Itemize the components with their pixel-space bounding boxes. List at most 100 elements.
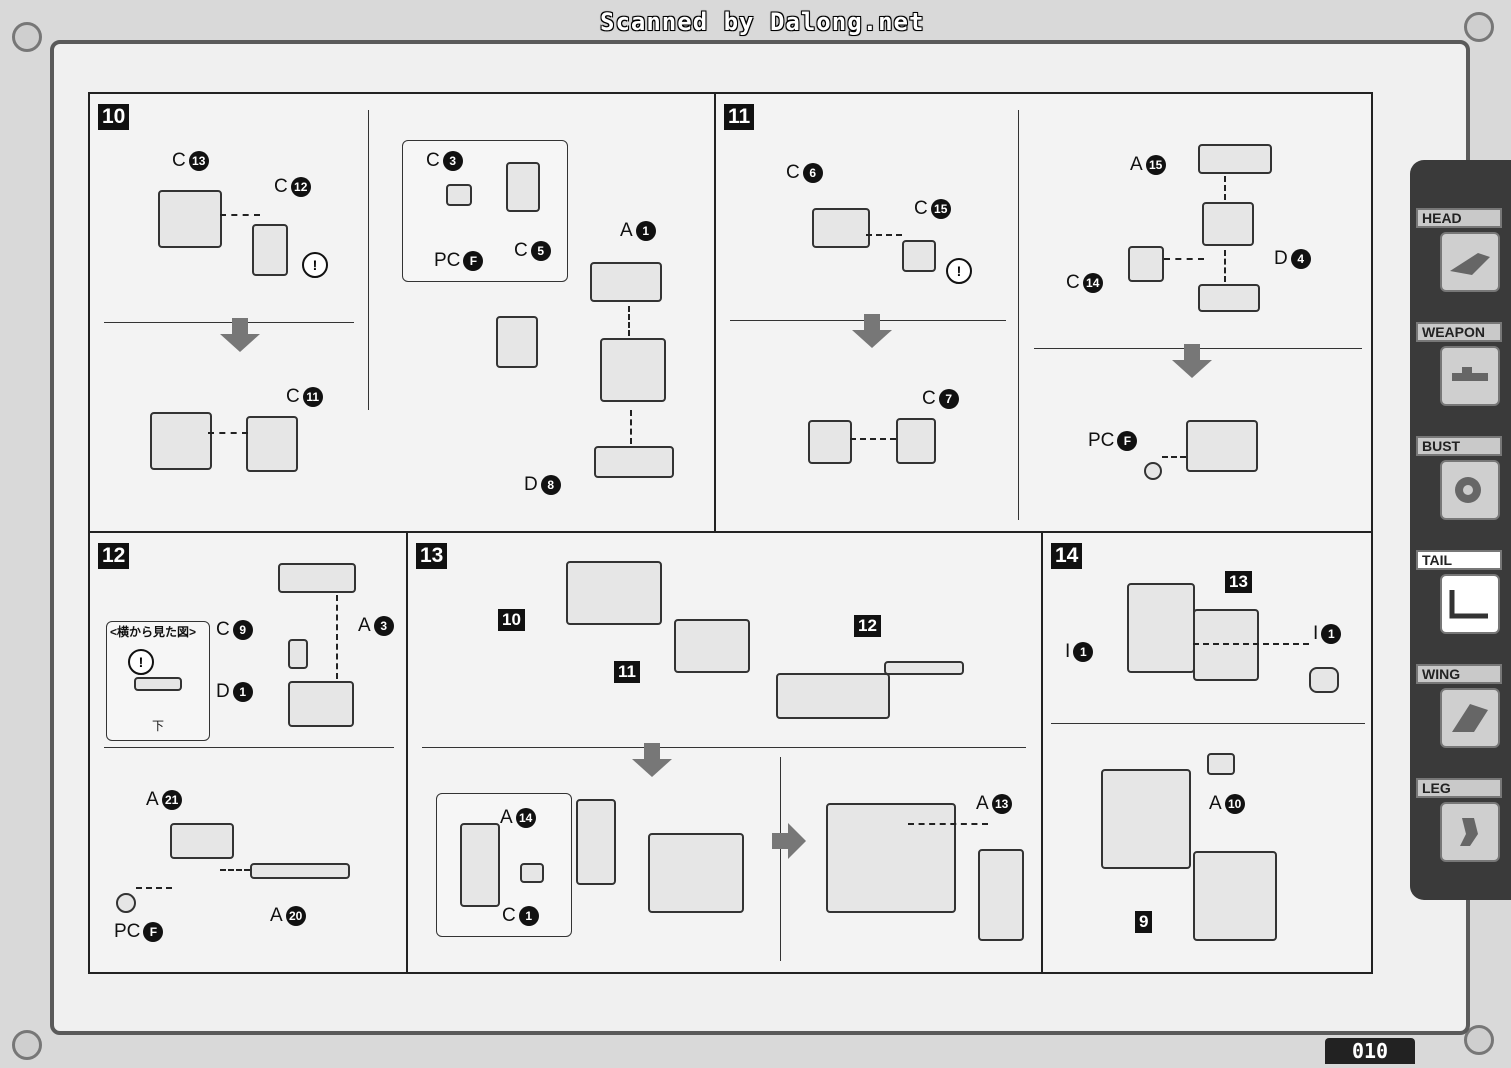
part-letter: A (976, 793, 989, 814)
part-letter: C (1066, 272, 1080, 293)
part-letter: C (502, 905, 516, 926)
part-number: 11 (302, 387, 323, 407)
tab-bust[interactable]: BUST (1416, 436, 1504, 534)
part-letter: D (1274, 248, 1288, 269)
part-block (590, 262, 662, 302)
part-letter: I (1065, 641, 1071, 662)
part-number: 1 (1073, 642, 1094, 662)
part-number: 7 (938, 389, 959, 409)
tab-label: TAIL (1416, 550, 1502, 570)
step-number: 12 (98, 543, 130, 569)
part-block (1193, 609, 1259, 681)
part-callout: 10 (498, 609, 525, 631)
part-number: 4 (1290, 249, 1311, 269)
part-block (252, 224, 288, 276)
tab-wing[interactable]: WING (1416, 664, 1504, 762)
part-number: 20 (285, 906, 306, 926)
part-number: 1 (1321, 624, 1342, 644)
part-number: 15 (930, 199, 951, 219)
corner-bolt-icon (12, 22, 42, 52)
part-letter: D (216, 681, 230, 702)
part-number: 8 (540, 475, 561, 495)
caution-icon: ! (946, 258, 972, 284)
part-block (134, 677, 182, 691)
tab-label: WEAPON (1416, 322, 1502, 342)
part-block (1186, 420, 1258, 472)
tab-leg[interactable]: LEG (1416, 778, 1504, 876)
head-icon (1440, 232, 1500, 292)
part-number: 1 (635, 221, 656, 241)
part-block (170, 823, 234, 859)
part-block (250, 863, 350, 879)
part-block (978, 849, 1024, 941)
down-arrow-icon (220, 318, 260, 352)
part-block (902, 240, 936, 272)
part-number: 13 (991, 794, 1012, 814)
part-block (808, 420, 852, 464)
part-block (1127, 583, 1195, 673)
part-block (116, 893, 136, 913)
part-number: 6 (802, 163, 823, 183)
part-letter: C (426, 150, 440, 171)
caution-icon: ! (128, 649, 154, 675)
part-number: 5 (530, 241, 551, 261)
part-callout: 13 (1225, 571, 1252, 593)
part-number: 1 (518, 906, 539, 926)
part-block (288, 681, 354, 727)
part-callout: 9 (1135, 911, 1153, 933)
page-number: 010 (1325, 1038, 1415, 1064)
part-block (576, 799, 616, 885)
part-number: 12 (290, 177, 311, 197)
tab-head[interactable]: HEAD (1416, 208, 1504, 306)
part-block (150, 412, 212, 470)
part-number: 14 (515, 808, 536, 828)
part-letter: A (500, 807, 513, 828)
detail-inset (436, 793, 572, 937)
part-number: F (463, 251, 484, 271)
tab-tail[interactable]: TAIL (1416, 550, 1504, 648)
part-number: 3 (373, 616, 394, 636)
part-block (776, 673, 890, 719)
tab-label: HEAD (1416, 208, 1502, 228)
part-block (1101, 769, 1191, 869)
part-block (812, 208, 870, 248)
part-block (1198, 144, 1272, 174)
step-number: 14 (1051, 543, 1083, 569)
part-letter: A (358, 615, 371, 636)
part-block (1309, 667, 1339, 693)
down-arrow-icon (852, 314, 892, 348)
part-block (674, 619, 750, 673)
part-letter: C (786, 162, 800, 183)
part-letter: C (514, 240, 528, 261)
part-letter: C (286, 386, 300, 407)
part-letter: C (922, 388, 936, 409)
tab-weapon[interactable]: WEAPON (1416, 322, 1504, 420)
corner-bolt-icon (12, 1030, 42, 1060)
part-callout: 11 (614, 661, 640, 683)
step-number: 10 (98, 104, 130, 130)
part-callout: 12 (854, 615, 881, 637)
part-block (566, 561, 662, 625)
part-letter: PC (434, 250, 461, 271)
part-number: F (143, 922, 164, 942)
part-block (506, 162, 540, 212)
part-block (884, 661, 964, 675)
tab-label: BUST (1416, 436, 1502, 456)
weapon-icon (1440, 346, 1500, 406)
part-block (446, 184, 472, 206)
part-block (1144, 462, 1162, 480)
part-block (600, 338, 666, 402)
part-letter: A (146, 789, 159, 810)
part-block (896, 418, 936, 464)
part-letter: C (172, 150, 186, 171)
part-block (1207, 753, 1235, 775)
part-number: 3 (442, 151, 463, 171)
part-block (594, 446, 674, 478)
part-letter: A (1130, 154, 1143, 175)
corner-bolt-icon (1464, 1025, 1494, 1055)
part-letter: D (524, 474, 538, 495)
part-block (496, 316, 538, 368)
part-block (158, 190, 222, 248)
